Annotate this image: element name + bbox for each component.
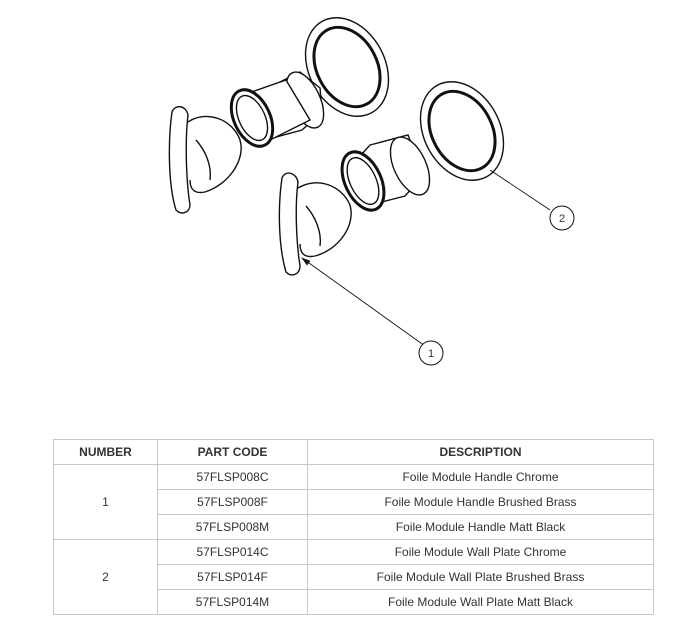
upper-wall-plate <box>304 17 390 117</box>
header-description: DESCRIPTION <box>307 439 654 465</box>
callout-2: 2 <box>549 205 575 231</box>
part-description: Foile Module Handle Matt Black <box>307 514 654 540</box>
exploded-assembly-drawing: 2 1 <box>168 17 575 366</box>
callout-1: 1 <box>418 340 444 366</box>
lower-wall-plate <box>419 81 505 181</box>
part-description: Foile Module Wall Plate Chrome <box>307 539 654 565</box>
group-number: 2 <box>53 539 158 615</box>
group-number: 1 <box>53 464 158 540</box>
lower-handle <box>278 172 352 276</box>
part-code: 57FLSP014C <box>157 539 308 565</box>
table-row: 57FLSP008M Foile Module Handle Matt Blac… <box>54 514 654 540</box>
part-code: 57FLSP014M <box>157 589 308 615</box>
svg-text:1: 1 <box>428 348 434 360</box>
part-code: 57FLSP014F <box>157 564 308 590</box>
lower-sleeve <box>340 150 386 212</box>
header-part-code: PART CODE <box>157 439 308 465</box>
part-code: 57FLSP008M <box>157 514 308 540</box>
parts-table: NUMBER PART CODE DESCRIPTION 1 57FLSP008… <box>53 439 654 615</box>
table-row: 2 57FLSP014C Foile Module Wall Plate Chr… <box>53 539 654 615</box>
header-number: NUMBER <box>53 439 158 465</box>
upper-handle <box>168 106 242 214</box>
svg-text:2: 2 <box>559 213 565 225</box>
part-description: Foile Module Wall Plate Brushed Brass <box>307 564 654 590</box>
part-description: Foile Module Handle Chrome <box>307 464 654 490</box>
part-code: 57FLSP008C <box>157 464 308 490</box>
upper-sleeve <box>229 79 311 148</box>
table-header-row: NUMBER PART CODE DESCRIPTION <box>53 439 654 465</box>
part-code: 57FLSP008F <box>157 489 308 515</box>
table-row: 57FLSP014M Foile Module Wall Plate Matt … <box>54 589 654 615</box>
part-description: Foile Module Handle Brushed Brass <box>307 489 654 515</box>
part-description: Foile Module Wall Plate Matt Black <box>307 589 654 615</box>
table-row: 1 57FLSP008C Foile Module Handle Chrome <box>53 464 654 540</box>
